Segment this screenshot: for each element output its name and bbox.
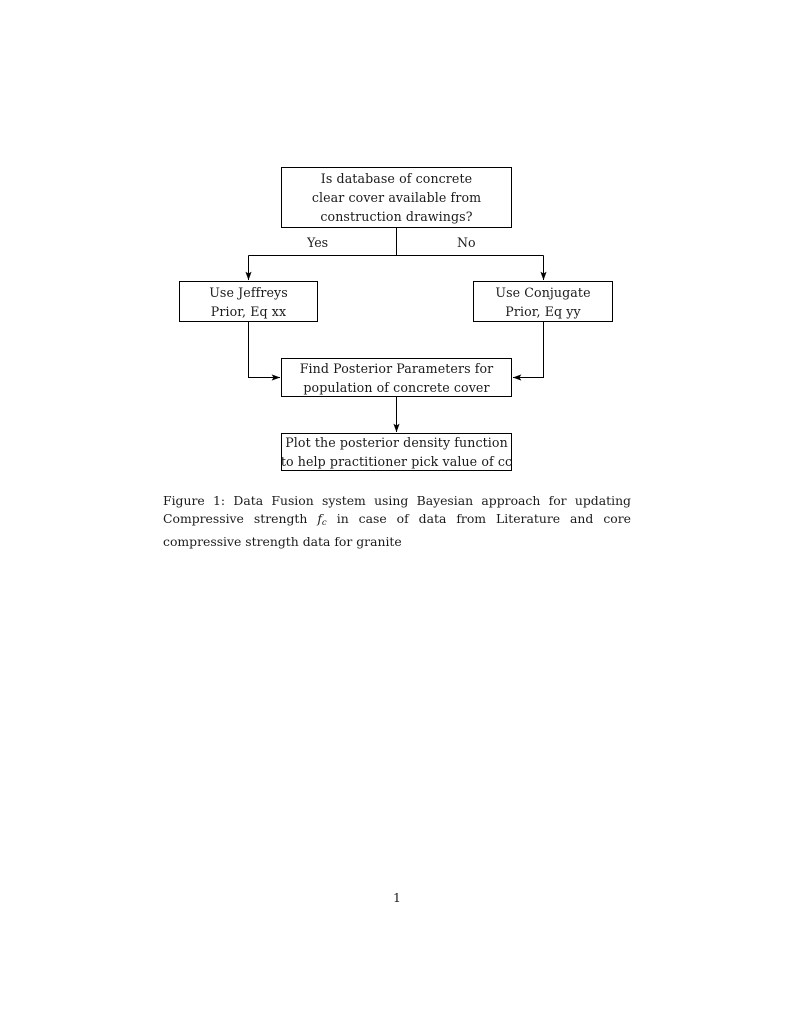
node-find-posterior-parameters: Find Posterior Parameters for population… (281, 358, 512, 397)
node-jeffreys-line-2: Prior, Eq xx (210, 303, 287, 319)
node-jeffreys-line-1: Use Jeffreys (209, 284, 288, 300)
edge-label-no: No (457, 235, 476, 250)
node-question-line-2: clear cover available from (311, 190, 482, 205)
node-plot-line-2: to help practitioner pick value of cc (280, 454, 513, 469)
figure-caption: Figure 1: Data Fusion system using Bayes… (163, 492, 631, 551)
node-plot-line-1: Plot the posterior density function (285, 435, 508, 450)
connector-jeffreys-to-posterior (248, 322, 281, 381)
node-question-line-3: construction drawings? (320, 209, 473, 224)
figure-caption-text-after: in case of data from Literature and core… (163, 511, 631, 549)
node-conjugate-prior: Use Conjugate Prior, Eq yy (473, 281, 613, 322)
page-number: 1 (393, 890, 401, 905)
figure-caption-math-base: f (317, 511, 322, 527)
edge-label-yes: Yes (307, 235, 329, 250)
node-jeffreys-prior: Use Jeffreys Prior, Eq xx (179, 281, 318, 322)
figure-caption-label: Figure 1: (163, 493, 226, 508)
node-conjugate-line-2: Prior, Eq yy (505, 303, 581, 319)
node-plot-posterior-density: Plot the posterior density function to h… (281, 433, 512, 471)
node-conjugate-line-1: Use Conjugate (495, 284, 591, 300)
figure-caption-math-subscript: c (321, 518, 327, 529)
node-posterior-line-2: population of concrete cover (303, 379, 490, 395)
flowchart-connectors (245, 228, 547, 433)
node-question-line-1: Is database of concrete (320, 171, 473, 186)
node-posterior-line-1: Find Posterior Parameters for (299, 360, 494, 376)
figure-flowchart: Is database of concrete clear cover avai… (0, 0, 794, 490)
figure-caption-text-before: Data Fusion system using Bayesian approa… (163, 493, 631, 527)
connector-conjugate-to-posterior (512, 322, 544, 381)
node-question: Is database of concrete clear cover avai… (281, 167, 512, 228)
